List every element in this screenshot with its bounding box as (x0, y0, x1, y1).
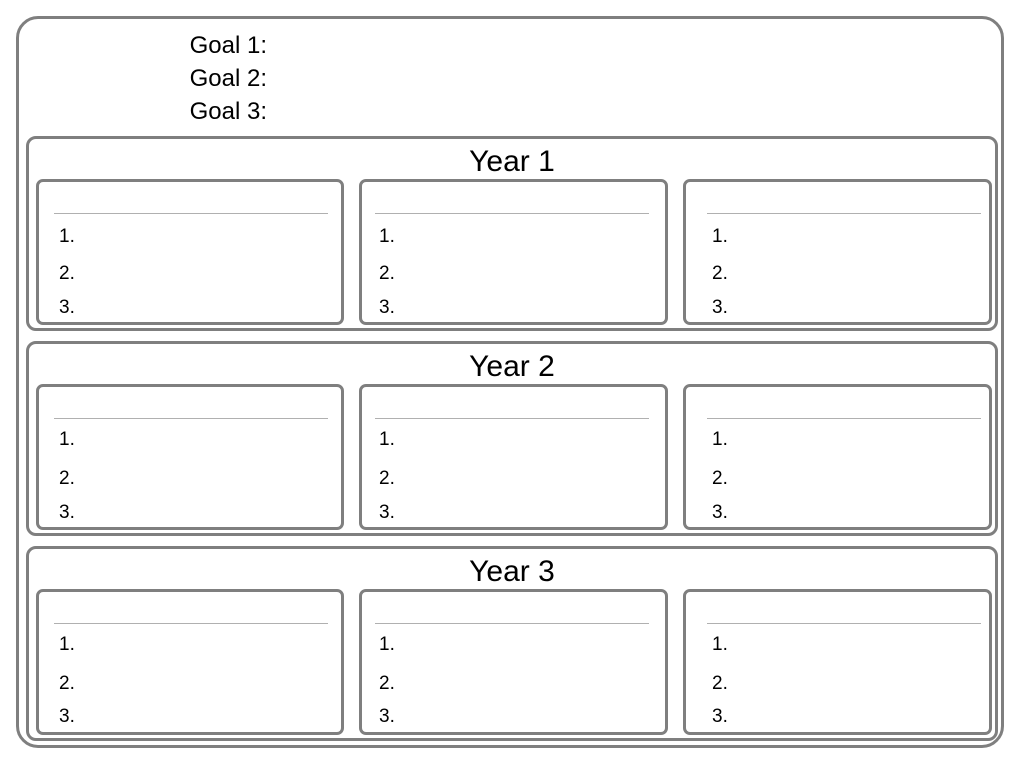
card-item-2: 2. (59, 468, 75, 489)
card-item-3: 3. (379, 297, 395, 318)
year-3-card-1: 1. 2. 3. (36, 589, 344, 735)
card-heading-rule (54, 623, 328, 624)
year-title: Year 2 (469, 350, 555, 383)
card-item-2: 2. (379, 673, 395, 694)
goal-label-2: Goal 2: (189, 65, 267, 92)
year-panel-2: Year 2 1. 2. 3. 1. 2. 3. 1. 2. 3. (26, 341, 998, 536)
card-heading-rule (375, 213, 649, 214)
card-heading-rule (54, 418, 328, 419)
card-item-1: 1. (379, 634, 395, 655)
card-item-3: 3. (712, 297, 728, 318)
card-heading-rule (54, 213, 328, 214)
goal-planner-frame: Goal 1: Goal 2: Goal 3: Year 1 1. 2. 3. … (16, 16, 1004, 748)
year-1-card-1: 1. 2. 3. (36, 179, 344, 325)
year-panel-1: Year 1 1. 2. 3. 1. 2. 3. 1. 2. 3. (26, 136, 998, 331)
card-item-2: 2. (379, 263, 395, 284)
card-item-2: 2. (59, 673, 75, 694)
year-1-card-3: 1. 2. 3. (683, 179, 992, 325)
card-item-2: 2. (379, 468, 395, 489)
goals-block: Goal 1: Goal 2: Goal 3: (127, 29, 267, 128)
year-3-card-3: 1. 2. 3. (683, 589, 992, 735)
card-item-3: 3. (59, 502, 75, 523)
year-2-card-3: 1. 2. 3. (683, 384, 992, 530)
card-item-1: 1. (59, 429, 75, 450)
year-1-card-2: 1. 2. 3. (359, 179, 668, 325)
card-heading-rule (375, 418, 649, 419)
card-item-1: 1. (379, 226, 395, 247)
goal-label-3: Goal 3: (189, 98, 267, 125)
goal-label-1: Goal 1: (189, 32, 267, 59)
card-item-2: 2. (712, 673, 728, 694)
card-item-3: 3. (712, 502, 728, 523)
card-item-3: 3. (712, 706, 728, 727)
card-item-1: 1. (59, 634, 75, 655)
card-item-2: 2. (59, 263, 75, 284)
card-item-2: 2. (712, 468, 728, 489)
card-item-3: 3. (379, 706, 395, 727)
card-item-1: 1. (712, 226, 728, 247)
card-heading-rule (707, 418, 981, 419)
card-item-3: 3. (59, 297, 75, 318)
year-title: Year 1 (469, 145, 555, 178)
year-2-card-2: 1. 2. 3. (359, 384, 668, 530)
card-item-2: 2. (712, 263, 728, 284)
card-item-3: 3. (59, 706, 75, 727)
year-title: Year 3 (469, 555, 555, 588)
card-item-3: 3. (379, 502, 395, 523)
card-item-1: 1. (379, 429, 395, 450)
year-panel-3: Year 3 1. 2. 3. 1. 2. 3. 1. 2. 3. (26, 546, 998, 741)
card-item-1: 1. (712, 634, 728, 655)
card-heading-rule (707, 213, 981, 214)
card-heading-rule (375, 623, 649, 624)
card-heading-rule (707, 623, 981, 624)
card-item-1: 1. (712, 429, 728, 450)
card-item-1: 1. (59, 226, 75, 247)
year-3-card-2: 1. 2. 3. (359, 589, 668, 735)
year-2-card-1: 1. 2. 3. (36, 384, 344, 530)
